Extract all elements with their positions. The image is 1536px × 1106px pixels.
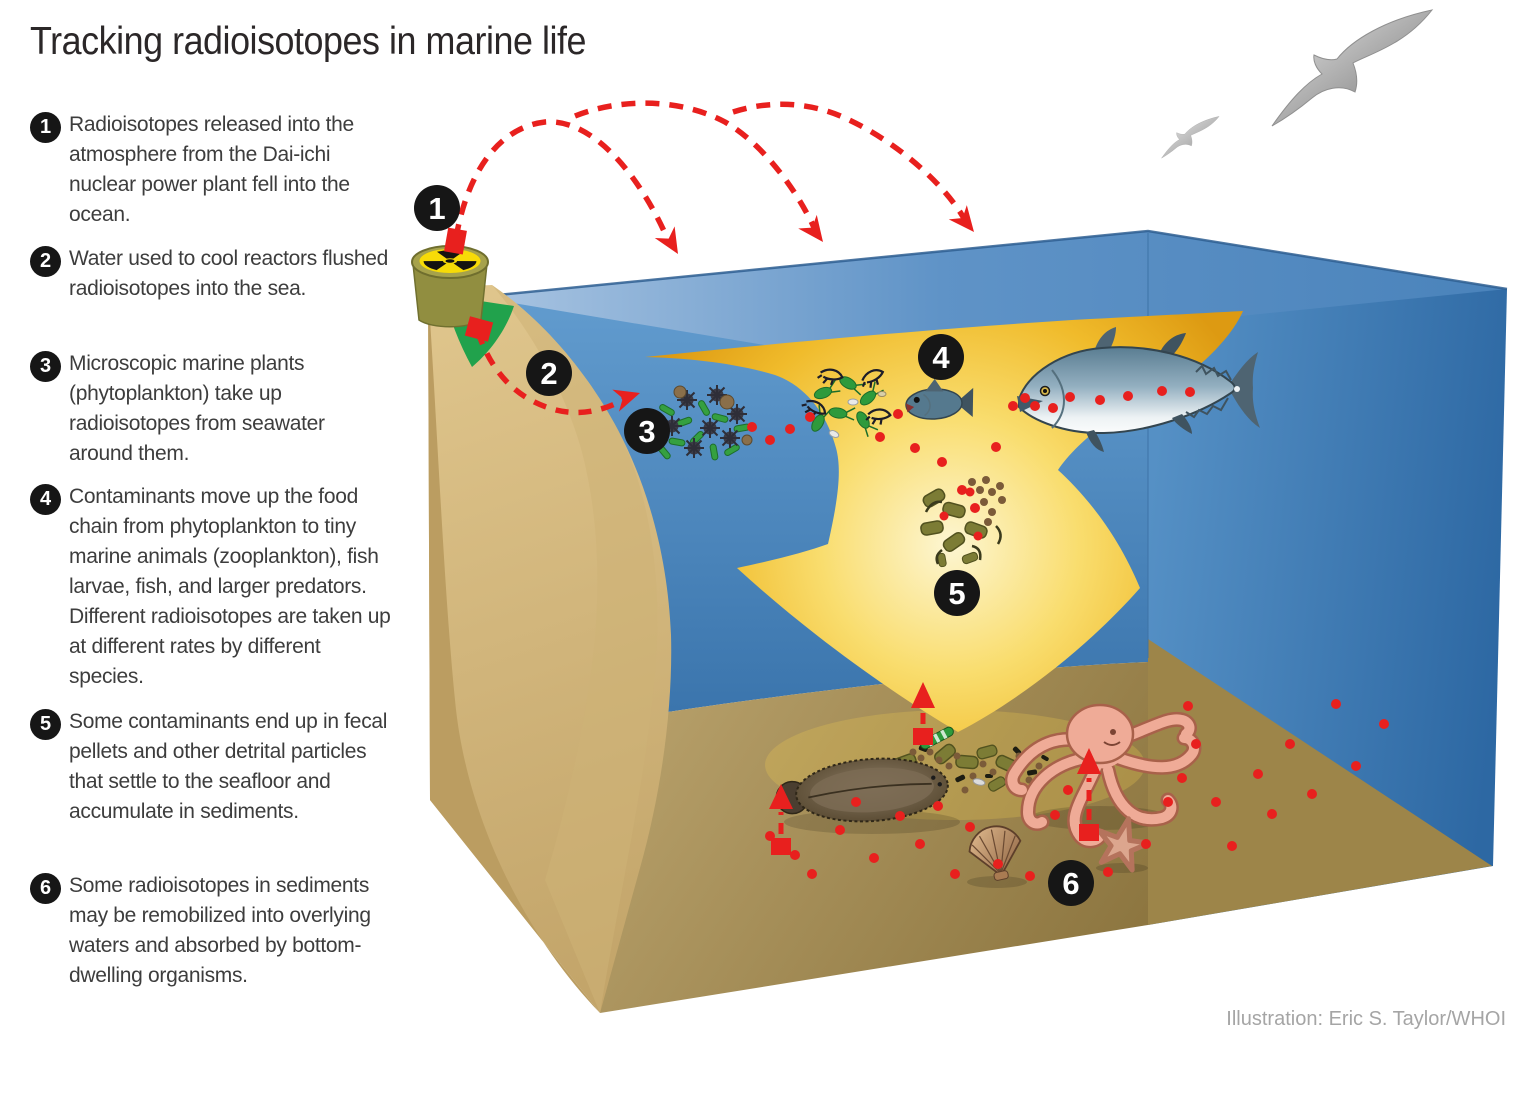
- seagull-small-icon: [1161, 116, 1220, 159]
- fallout-arcs: [444, 100, 983, 261]
- badge-3: 3: [624, 408, 670, 454]
- diagram-badge-4-label: 4: [932, 340, 950, 375]
- step-6-text: Some radioisotopes in sediments may be r…: [69, 874, 371, 987]
- seagull-large-icon: [1271, 9, 1433, 127]
- diagram-badge-2-label: 2: [540, 356, 557, 391]
- remobilization-arrow-icon: [769, 784, 793, 855]
- badge-2: 2: [526, 350, 572, 396]
- legend-item-2: 2 Water used to cool reactors flushed ra…: [30, 244, 393, 304]
- legend-item-3: 3 Microscopic marine plants (phytoplankt…: [30, 349, 393, 469]
- phytoplankton-icon: [656, 384, 753, 461]
- discharge-arrow-icon: [464, 316, 644, 416]
- remobilization-arrow-icon: [1077, 748, 1101, 841]
- badge-6: 6: [1048, 860, 1094, 906]
- small-fish-icon: [905, 378, 974, 420]
- step-1-badge: 1: [30, 112, 61, 143]
- step-4-badge: 4: [30, 484, 61, 515]
- badge-5: 5: [934, 570, 980, 616]
- step-5-text: Some contaminants end up in fecal pellet…: [69, 710, 388, 823]
- step-4-text: Contaminants move up the food chain from…: [69, 485, 391, 688]
- fecal-pellets-icon: [919, 476, 1006, 568]
- step-2-text: Water used to cool reactors flushed radi…: [69, 247, 389, 300]
- remobilization-arrow-icon: [911, 682, 935, 745]
- radioisotope-dots: [747, 386, 1389, 881]
- shore-slope: [428, 285, 672, 1013]
- diagram-badge-1-label: 1: [428, 191, 445, 226]
- step-6-badge: 6: [30, 873, 61, 904]
- right-wall-sediment: [1148, 639, 1492, 925]
- page-title: Tracking radioisotopes in marine life: [30, 20, 586, 63]
- remobilization-arrows: [769, 682, 1101, 855]
- badge-1: 1: [414, 185, 460, 231]
- diagram-badge-3-label: 3: [638, 414, 655, 449]
- seafloor: [600, 662, 1148, 1013]
- step-3-badge: 3: [30, 351, 61, 382]
- fallout-arc-icon: [732, 101, 983, 240]
- fallout-arc-icon: [453, 119, 687, 261]
- diagram-badge-6-label: 6: [1062, 866, 1079, 901]
- step-5-badge: 5: [30, 709, 61, 740]
- credit: Illustration: Eric S. Taylor/WHOI: [1226, 1008, 1506, 1030]
- step-1-text: Radioisotopes released into the atmosphe…: [69, 113, 354, 226]
- step-3-text: Microscopic marine plants (phytoplankton…: [69, 352, 325, 465]
- legend-item-5: 5 Some contaminants end up in fecal pell…: [30, 707, 393, 827]
- zooplankton-icon: [798, 364, 893, 438]
- step-2-badge: 2: [30, 246, 61, 277]
- octopus-icon: [1004, 703, 1202, 849]
- legend-item-1: 1 Radioisotopes released into the atmosp…: [30, 110, 393, 230]
- tuna-icon: [1017, 327, 1260, 452]
- legend: 1 Radioisotopes released into the atmosp…: [30, 0, 405, 1106]
- legend-item-6: 6 Some radioisotopes in sediments may be…: [30, 871, 393, 991]
- surface-edge-line: [476, 229, 1508, 299]
- diagram-badge-5-label: 5: [948, 576, 965, 611]
- fallout-arc-icon: [573, 100, 832, 250]
- ocean-right-wall: [1148, 231, 1507, 925]
- legend-item-4: 4 Contaminants move up the food chain fr…: [30, 482, 393, 692]
- badge-4: 4: [918, 334, 964, 380]
- ocean-surface: [477, 231, 1507, 357]
- fallout-source-square: [444, 227, 467, 255]
- radiation-icon: [411, 245, 489, 328]
- diagram-badges: 1 2 3 4 5 6: [414, 185, 1094, 906]
